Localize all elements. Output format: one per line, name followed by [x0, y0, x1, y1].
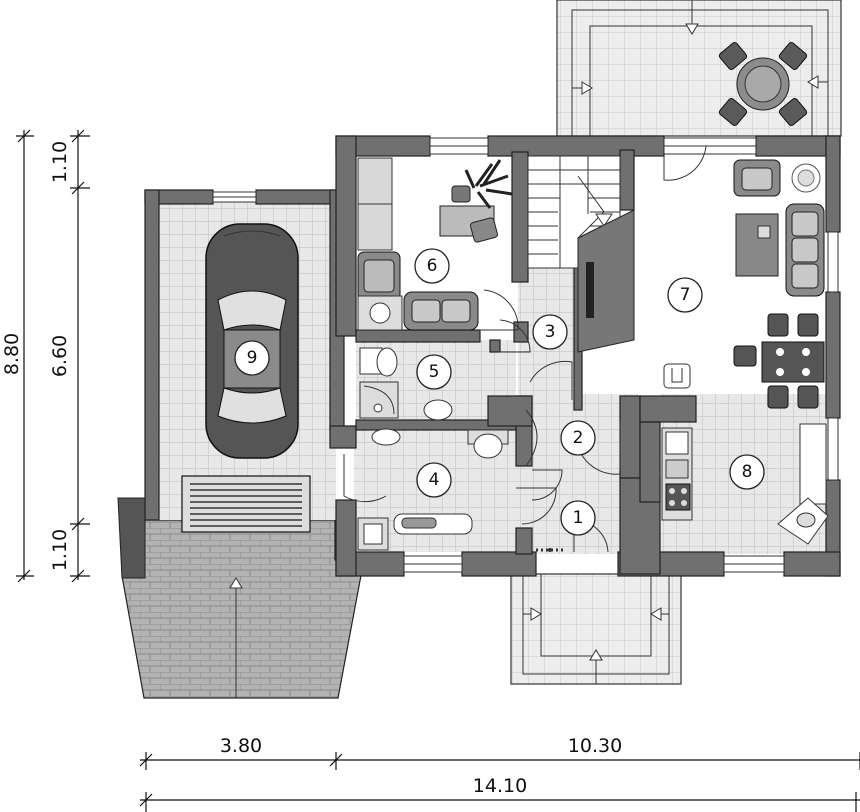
room-label-5: 5	[416, 354, 452, 390]
driveway-paving	[117, 497, 363, 699]
svg-text:6: 6	[427, 256, 438, 276]
staircase	[527, 155, 635, 353]
garage-door	[181, 475, 311, 533]
room-label-3: 3	[532, 314, 568, 350]
svg-text:4: 4	[429, 470, 440, 490]
room-7-furniture	[663, 159, 825, 409]
walls	[144, 135, 841, 577]
room-label-7: 7	[667, 277, 703, 313]
dim-bottom-left: 3.80	[220, 735, 262, 757]
dim-left-total: 8.80	[1, 333, 23, 375]
svg-text:3: 3	[545, 322, 556, 342]
dim-bottom-total: 14.10	[473, 775, 527, 797]
room-5-fixtures	[359, 347, 453, 421]
svg-text:5: 5	[429, 362, 440, 382]
room-label-9: 9	[234, 340, 270, 376]
windows	[212, 137, 839, 573]
svg-text:2: 2	[573, 428, 584, 448]
dim-left-top: 1.10	[49, 141, 71, 183]
dimension-texts: 3.80 10.30 14.10 8.80 1.10 6.60 1.10	[1, 141, 622, 797]
room-label-4: 4	[416, 462, 452, 498]
room-label-2: 2	[560, 420, 596, 456]
svg-text:8: 8	[742, 462, 753, 482]
svg-text:9: 9	[247, 348, 258, 368]
room-label-8: 8	[729, 454, 765, 490]
room-labels: 1 2 3 4 5 6 7 8 9	[234, 248, 765, 536]
room-6-furniture	[357, 157, 513, 331]
svg-text:1: 1	[573, 508, 584, 528]
dim-bottom-right: 10.30	[568, 735, 622, 757]
room-label-1: 1	[560, 500, 596, 536]
room-4-fixtures	[357, 409, 566, 552]
svg-text:7: 7	[680, 285, 691, 305]
dim-left-mid: 6.60	[49, 335, 71, 377]
terrace-dining-set	[718, 41, 808, 127]
room-8-kitchen	[661, 423, 829, 545]
room-label-6: 6	[414, 248, 450, 284]
dimension-lines	[16, 129, 860, 812]
front-entrance-porch	[510, 573, 682, 685]
dim-left-bottom: 1.10	[49, 529, 71, 571]
